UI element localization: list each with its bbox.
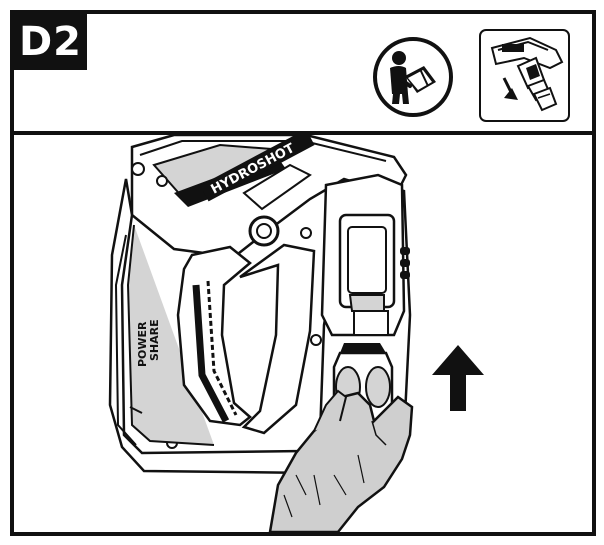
screw xyxy=(310,334,322,346)
instruction-panel: D2 xyxy=(10,10,596,536)
read-operator-manual-icon xyxy=(373,37,453,117)
up-arrow-icon xyxy=(432,345,484,411)
screw xyxy=(156,175,168,187)
panel-header: D2 xyxy=(14,14,592,135)
illustration-area: HYDROSHOT POWER SHARE xyxy=(14,135,592,532)
brand-line-2: SHARE xyxy=(148,319,161,361)
detach-nozzle-icon xyxy=(479,29,570,122)
screw xyxy=(300,227,312,239)
screw xyxy=(131,162,145,176)
step-badge: D2 xyxy=(14,14,87,70)
tool-illustration: HYDROSHOT POWER SHARE xyxy=(108,135,484,532)
gloved-hand xyxy=(268,391,414,532)
brand-line-1: POWER xyxy=(136,321,149,367)
